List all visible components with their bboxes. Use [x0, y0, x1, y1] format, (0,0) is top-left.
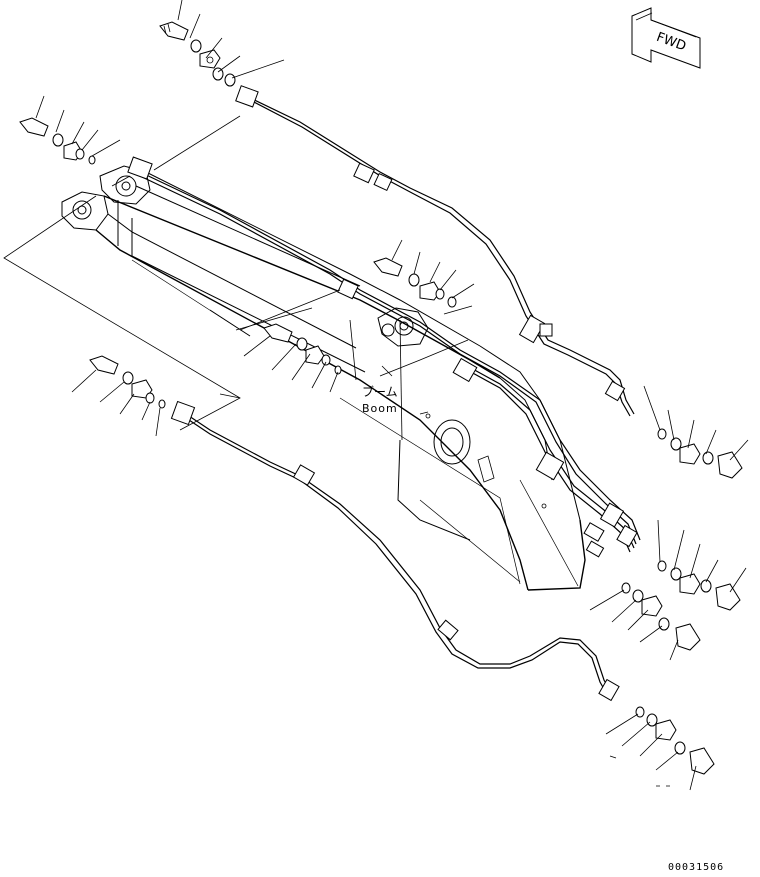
fastener-group-f — [643, 385, 749, 479]
drawing-number: 00031506 — [668, 862, 724, 873]
upper-pipe-1 — [245, 95, 635, 415]
fwd-arrow-indicator: FWD — [631, 7, 701, 69]
fastener-group-g — [657, 519, 747, 611]
fwd-label: FWD — [654, 30, 688, 54]
reference-lines — [3, 115, 473, 431]
fastener-group-b — [19, 95, 121, 165]
boom-label: ブーム Boom — [362, 384, 398, 415]
fastener-group-e — [71, 355, 166, 437]
fastener-group-a — [159, 0, 285, 87]
fastener-group-i — [605, 706, 715, 791]
boom-label-english: Boom — [362, 402, 398, 415]
boom-label-japanese: ブーム — [362, 384, 398, 399]
lower-pipe — [179, 409, 613, 695]
boom-structure — [61, 165, 586, 591]
hydraulic-pipes — [127, 85, 641, 702]
fastener-group-c — [373, 239, 475, 308]
fastener-group-d — [243, 323, 342, 393]
fastener-group-h — [589, 582, 701, 661]
